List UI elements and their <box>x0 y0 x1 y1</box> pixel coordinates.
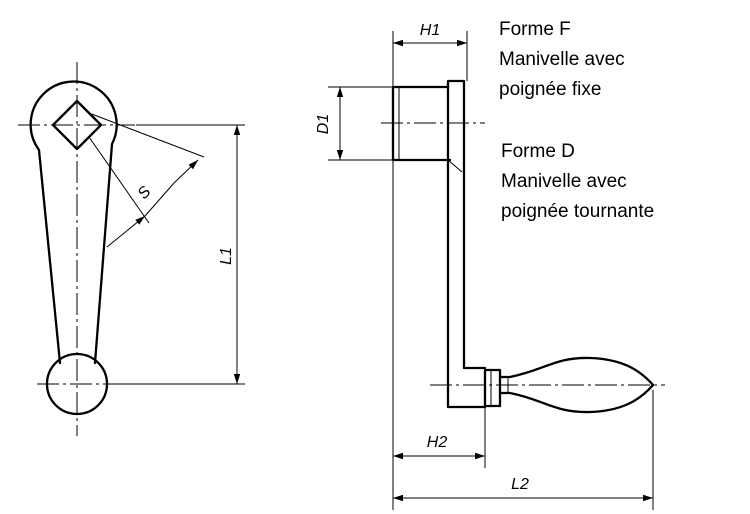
side-arm <box>446 79 487 370</box>
handle-grip <box>498 356 655 414</box>
label-l1: L1 <box>218 247 235 265</box>
label-l2: L2 <box>511 476 529 493</box>
side-view <box>381 79 665 414</box>
dimension-l1: L1 <box>112 124 245 385</box>
crank-arm-outline <box>29 80 118 365</box>
note-forme-d-line-1: Forme D <box>501 141 575 162</box>
note-forme-f-line-1: Forme F <box>499 19 571 40</box>
label-d1: D1 <box>315 114 332 134</box>
label-s: S <box>135 183 155 203</box>
dimension-h1: H1 <box>392 22 468 87</box>
dimension-h2: H2 <box>392 160 486 510</box>
label-h2: H2 <box>427 434 448 451</box>
dimension-d1: D1 <box>315 86 393 161</box>
note-forme-d: Forme D Manivelle avec poignée tournante <box>501 137 654 227</box>
note-forme-f: Forme F Manivelle avec poignée fixe <box>499 15 625 105</box>
dimension-l2: L2 <box>393 390 654 510</box>
label-h1: H1 <box>420 22 440 39</box>
note-forme-f-line-2: Manivelle avec <box>499 49 625 70</box>
note-forme-d-line-2: Manivelle avec <box>501 171 627 192</box>
handle-collar <box>483 368 502 408</box>
note-forme-d-line-3: poignée tournante <box>501 201 655 222</box>
front-view <box>18 62 135 436</box>
note-forme-f-line-3: poignée fixe <box>499 79 602 100</box>
